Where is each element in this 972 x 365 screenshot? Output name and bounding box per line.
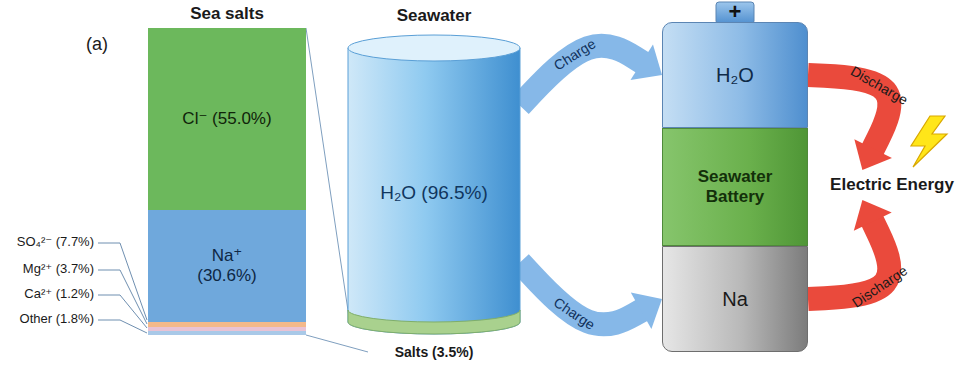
arrow-head <box>630 44 662 79</box>
output-label: Electric Energy <box>830 175 954 195</box>
bar-segment: Na⁺ (30.6%) <box>148 210 306 322</box>
arrow-label: Charge <box>551 36 598 74</box>
section-label: Seawater Battery <box>675 167 795 206</box>
leader-lines <box>98 243 147 333</box>
arrow-label: Discharge <box>849 263 910 311</box>
cylinder-body <box>348 48 520 334</box>
terminal-sign: + <box>729 0 742 24</box>
ion-label: SO₄²⁻ (7.7%) <box>8 235 94 250</box>
arrow-head <box>854 200 892 231</box>
bar-segment: Cl⁻ (55.0%) <box>148 28 306 210</box>
arrow-head <box>631 292 662 329</box>
volume-label: H₂O (96.5%) <box>380 182 488 204</box>
battery: + H₂O Seawater BatteryNa <box>662 2 808 354</box>
seawater-cylinder: SeawaterH₂O (96.5%) Salts (3.5%) <box>348 6 520 362</box>
panel-letter: (a) <box>86 34 108 55</box>
heading: Seawater <box>397 6 472 26</box>
heading: Sea salts <box>190 4 264 24</box>
section-label: Na <box>722 288 748 311</box>
lightning-bolt <box>911 116 947 167</box>
cathode-section: H₂O <box>662 22 808 128</box>
leader-line <box>98 295 147 328</box>
section-label: H₂O <box>716 64 754 87</box>
ion-label: Other (1.8%) <box>8 312 94 327</box>
energy-output: Electric Energy <box>818 170 966 200</box>
arrow-label: Charge <box>550 295 597 333</box>
anode-section: Na <box>662 246 808 352</box>
separator-section: Seawater Battery <box>662 128 808 246</box>
zoom-line <box>306 28 350 324</box>
bar-segment <box>148 327 306 331</box>
cylinder-top <box>348 35 520 61</box>
ion-label: Mg²⁺ (3.7%) <box>8 262 94 277</box>
bar-segment <box>148 331 306 335</box>
arrow-label: Discharge <box>847 64 909 109</box>
arrow-head <box>854 139 892 170</box>
zoom-line <box>306 335 368 352</box>
salt-layer <box>348 310 520 334</box>
ion-label: Ca²⁺ (1.2%) <box>8 287 94 302</box>
leader-line <box>98 320 147 333</box>
salt-layer-label: Salts (3.5%) <box>348 334 520 360</box>
segment-label: Cl⁻ (55.0%) <box>182 109 271 129</box>
stacked-bar: Sea saltsCl⁻ (55.0%) Na⁺ (30.6%) <box>148 4 306 336</box>
salt-label: Salts (3.5%) <box>395 344 474 360</box>
segment-label: Na⁺ (30.6%) <box>191 246 263 285</box>
leader-line <box>98 270 147 324</box>
